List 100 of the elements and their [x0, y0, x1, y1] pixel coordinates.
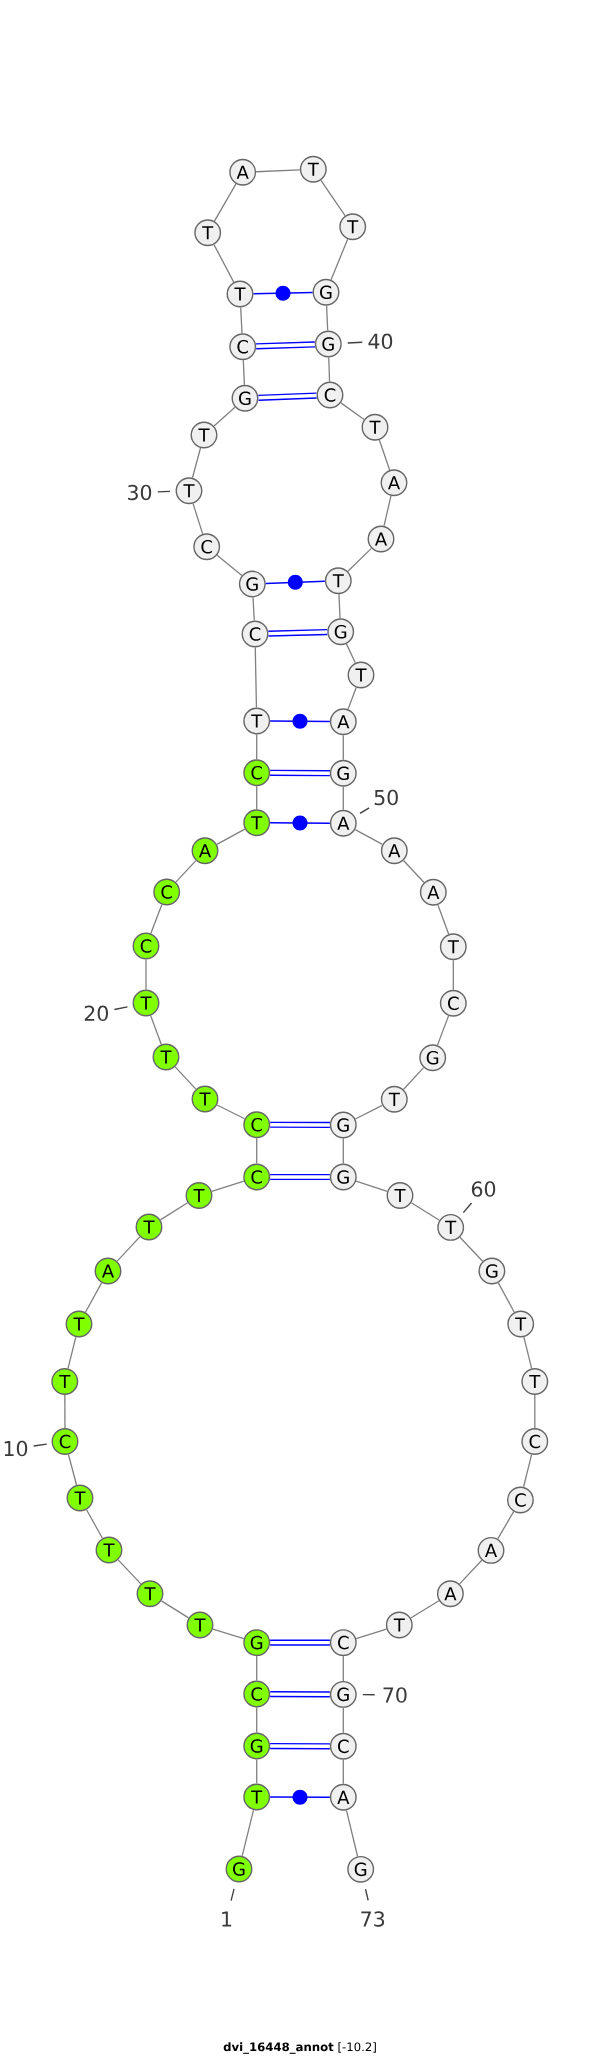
caption: dvi_16448_annot [-10.2]: [223, 2042, 376, 2054]
backbone-line: [211, 1180, 245, 1193]
base-pair-line: [270, 1639, 330, 1646]
base-pair-line: [268, 628, 328, 637]
backbone-line: [256, 733, 258, 760]
backbone-line: [522, 1453, 533, 1488]
position-number: 10: [4, 1440, 28, 1457]
backbone-line: [252, 596, 255, 622]
backbone-line: [354, 1104, 383, 1120]
backbone-line: [452, 959, 454, 991]
backbone-line: [192, 502, 204, 535]
backbone-line: [241, 1809, 255, 1857]
backbone-line: [256, 1655, 258, 1682]
backbone-line: [117, 1559, 142, 1585]
backbone-line: [347, 547, 373, 572]
position-number: 20: [84, 1005, 108, 1022]
position-number: 40: [368, 333, 393, 350]
backbone-line: [383, 495, 392, 527]
base-pair-line: [269, 713, 331, 729]
backbone-line: [256, 1758, 258, 1785]
backbone-line: [342, 1655, 344, 1682]
base-pair-line: [270, 1742, 330, 1750]
backbone-line: [216, 554, 243, 577]
backbone-line: [160, 1600, 190, 1619]
backbone-line: [534, 1394, 536, 1429]
base-pair-line: [252, 285, 314, 301]
leader-line: [347, 341, 363, 344]
backbone-line: [355, 1180, 388, 1192]
backbone-line: [328, 356, 331, 383]
backbone-line: [67, 1453, 78, 1486]
backbone-line: [254, 646, 258, 709]
leader-line: [362, 1693, 376, 1696]
backbone-line: [458, 1559, 483, 1585]
backbone-line: [342, 1759, 344, 1785]
position-number: 73: [361, 1911, 385, 1927]
backbone-line: [256, 785, 258, 810]
position-number: 1: [222, 1911, 232, 1927]
base-pair-line: [270, 1691, 330, 1698]
base-pair-line: [270, 1173, 330, 1181]
backbone-line: [256, 1706, 258, 1734]
backbone-line: [497, 1511, 515, 1540]
backbone-line: [354, 829, 384, 845]
leader-line: [462, 1202, 473, 1214]
backbone-line: [402, 859, 425, 884]
backbone-line: [85, 1509, 104, 1539]
backbone-line: [410, 1202, 440, 1221]
base-pair-line: [269, 1789, 331, 1805]
leader-line: [33, 1443, 48, 1447]
leader-line: [157, 490, 171, 493]
backbone-line: [256, 1137, 258, 1165]
backbone-line: [342, 786, 344, 811]
backbone-line: [213, 243, 235, 283]
backbone-line: [436, 1015, 450, 1046]
backbone-line: [67, 1336, 77, 1370]
position-number: 60: [471, 1181, 496, 1197]
leader-line: [364, 1888, 369, 1902]
backbone-line: [175, 859, 197, 883]
backbone-line: [378, 439, 391, 471]
backbone-line: [355, 1628, 388, 1640]
backbone-line: [459, 1236, 484, 1262]
backbone-line: [242, 359, 246, 386]
backbone-line: [64, 1394, 66, 1429]
base-pair-line: [270, 1121, 330, 1129]
backbone-line: [159, 1202, 189, 1221]
backbone-line: [410, 1600, 440, 1619]
backbone-line: [347, 686, 357, 710]
position-number: 70: [383, 1687, 407, 1703]
backbone-line: [402, 1066, 425, 1091]
backbone-line: [150, 903, 163, 935]
backbone-line: [116, 1236, 141, 1262]
backbone-line: [84, 1282, 103, 1313]
backbone-line: [150, 1015, 162, 1046]
backbone-line: [213, 183, 237, 222]
leader-line: [359, 807, 370, 814]
backbone-line: [345, 643, 356, 664]
backbone-line: [325, 305, 329, 332]
backbone-line: [145, 958, 147, 991]
backbone-line: [340, 402, 365, 421]
base-pair-line: [270, 769, 330, 777]
leader-line: [113, 1006, 129, 1011]
base-pair-line: [265, 574, 326, 590]
backbone-line: [240, 306, 243, 334]
backbone-line: [342, 1137, 344, 1165]
leader-line: [230, 1888, 235, 1902]
backbone-line: [255, 169, 301, 173]
backbone-line: [342, 734, 344, 761]
backbone-line: [216, 828, 246, 845]
backbone-line: [216, 1104, 246, 1120]
backbone-line: [212, 1628, 245, 1640]
backbone-line: [497, 1282, 515, 1313]
backbone-line: [174, 1066, 197, 1090]
base-pair-line: [269, 815, 331, 831]
backbone-line: [338, 593, 341, 619]
base-pair-line: [256, 341, 315, 350]
position-number: 50: [374, 789, 398, 806]
backbone-line: [437, 904, 450, 935]
backbone-line: [342, 1707, 344, 1734]
backbone-line: [523, 1336, 533, 1370]
position-number: 30: [128, 484, 152, 501]
backbone-line: [320, 179, 346, 217]
